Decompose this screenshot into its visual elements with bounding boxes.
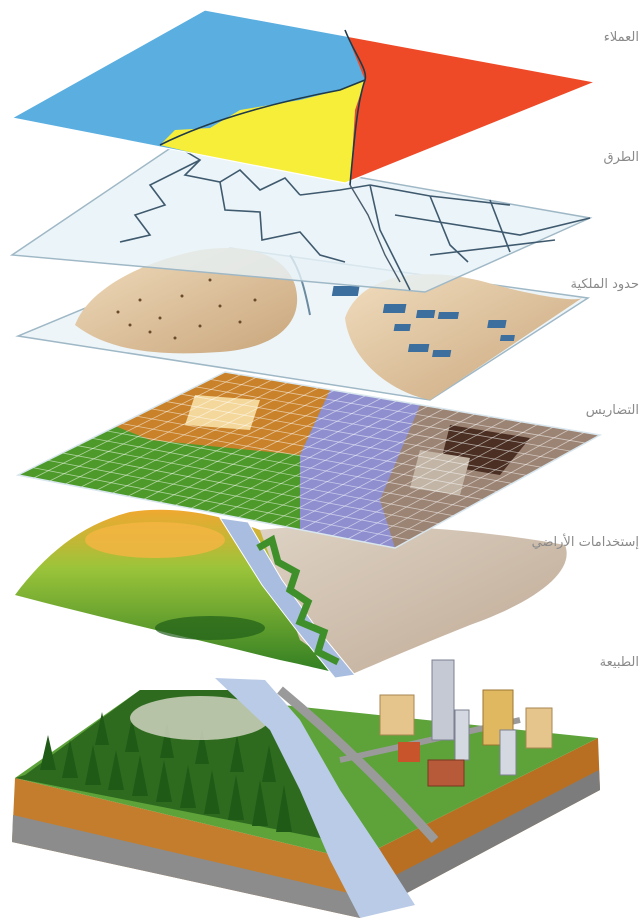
landuse-plain (258, 525, 567, 675)
realworld-river (215, 678, 415, 918)
customers-yellow-region (160, 80, 365, 183)
label-customers: العملاء (603, 30, 639, 45)
label-roads: الطرق (603, 150, 640, 165)
grid-line (32, 467, 410, 541)
trees (40, 712, 292, 832)
grid-line (136, 415, 513, 484)
label-realworld: الطبيعة (599, 655, 639, 670)
elevation-layer (15, 371, 603, 549)
grid-line (180, 393, 557, 460)
road-lines (119, 144, 591, 291)
label-landuse: إستخدامات الأراضي (531, 535, 639, 550)
customers-layer (10, 9, 598, 186)
forest-clearing (130, 696, 270, 740)
grid-line (77, 445, 454, 517)
city-buildings (379, 659, 553, 787)
customers-red-region (345, 30, 595, 183)
roads-layer (9, 144, 593, 293)
label-parcels: حدود الملكية (570, 277, 639, 292)
landuse-layer (15, 509, 567, 679)
grid-line (165, 401, 542, 468)
grid-line (62, 452, 440, 525)
grid-line (121, 423, 498, 492)
hill-summit (85, 522, 225, 558)
grid-line (106, 430, 483, 500)
realworld-road (277, 686, 439, 844)
grid-line (210, 378, 586, 444)
realworld-layer (12, 659, 600, 918)
grid-line (91, 437, 469, 509)
connector-road (349, 184, 401, 283)
landuse-hill (15, 509, 350, 675)
grid-line (47, 459, 425, 533)
parcel-lots (331, 286, 515, 357)
realworld-rock-front (12, 815, 360, 918)
grid-line (195, 386, 571, 452)
label-elevation: التضاريس (585, 403, 639, 418)
realworld-rock-right (357, 770, 600, 918)
grid-line (151, 408, 527, 476)
parcels-layer (15, 247, 591, 401)
